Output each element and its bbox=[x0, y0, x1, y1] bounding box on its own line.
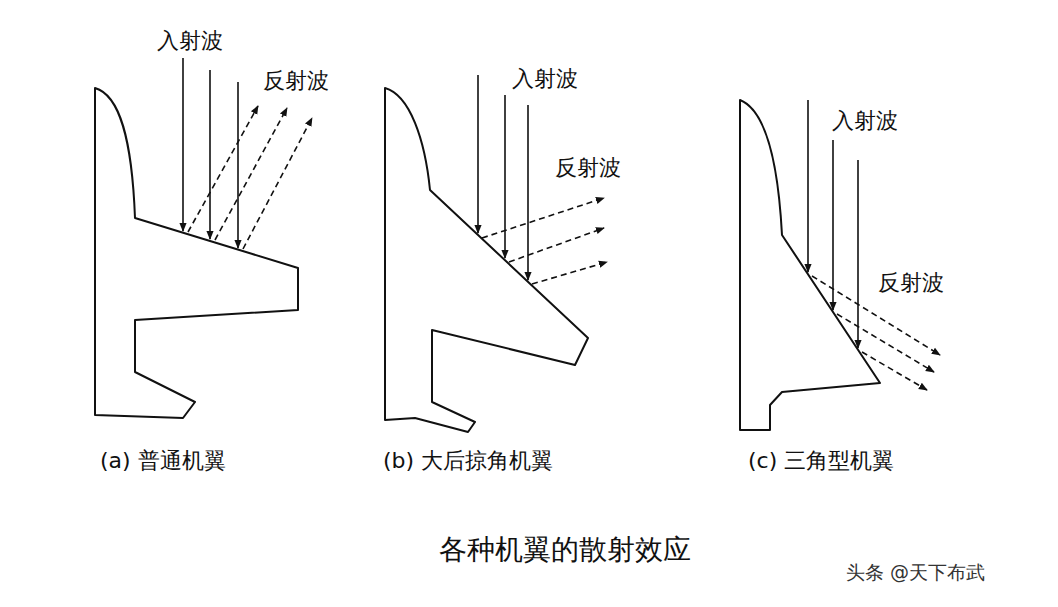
aircraft-outline bbox=[95, 88, 298, 418]
wave-label: 反射波 bbox=[555, 155, 621, 180]
wave-label: 反射波 bbox=[878, 270, 944, 295]
wave-label: 反射波 bbox=[263, 68, 329, 93]
incident-waves bbox=[183, 58, 858, 348]
sub-caption: (c) 三角型机翼 bbox=[748, 448, 894, 473]
watermark: 头条 @天下布武 bbox=[846, 562, 985, 584]
sub-caption: (a) 普通机翼 bbox=[100, 448, 226, 473]
sub-caption: (b) 大后掠角机翼 bbox=[383, 448, 553, 473]
aircraft-outline bbox=[740, 100, 880, 430]
wave-label: 入射波 bbox=[832, 108, 898, 133]
figure-caption: 各种机翼的散射效应 bbox=[439, 534, 691, 566]
wave-label: 入射波 bbox=[512, 66, 578, 91]
wave-label: 入射波 bbox=[157, 28, 223, 53]
aircraft-outline bbox=[385, 88, 588, 432]
reflected-waves bbox=[188, 106, 940, 390]
